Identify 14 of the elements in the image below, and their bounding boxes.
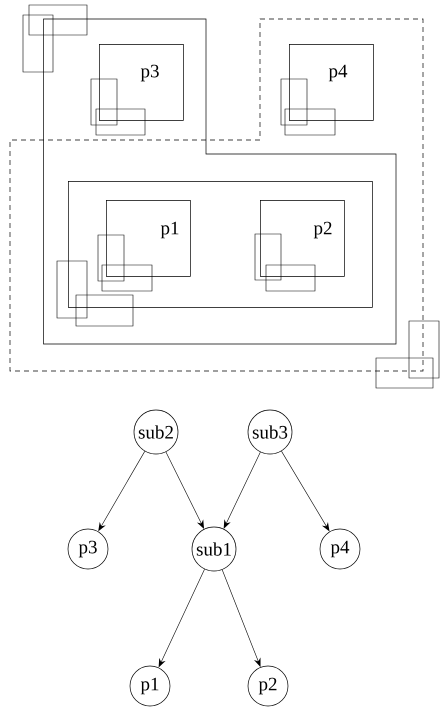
circle-node: sub3 — [248, 410, 292, 454]
circle-node: sub1 — [192, 526, 236, 572]
circle-node: p3 — [68, 528, 108, 570]
circle-node: p2 — [248, 666, 288, 706]
circle-node: sub2 — [134, 410, 178, 454]
circle-node: p4 — [320, 528, 360, 570]
process-box: p2 — [260, 200, 345, 277]
process-box: p1 — [106, 200, 191, 277]
circle-node: p1 — [130, 666, 170, 706]
region-outline — [10, 18, 424, 372]
process-box: p4 — [289, 44, 374, 121]
arrow — [166, 452, 204, 529]
region-outline — [68, 181, 373, 308]
process-box: p3 — [99, 44, 184, 121]
